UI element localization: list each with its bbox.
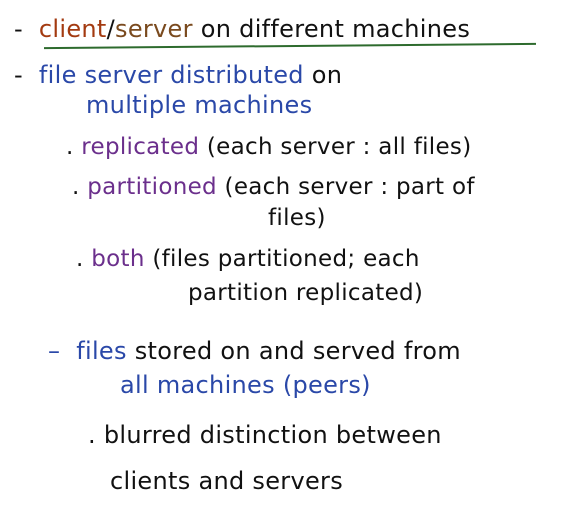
server-term: server	[115, 15, 193, 43]
line2-text: on	[311, 61, 343, 89]
note-line-8: partition replicated)	[188, 278, 423, 308]
file-server-distributed-term: file server distributed	[38, 61, 304, 89]
note-line-9: – files stored on and served from	[48, 336, 461, 366]
note-line-5: . partitioned (each server : part of	[72, 172, 475, 202]
line1-text: on different machines	[200, 15, 471, 43]
note-line-1: - client/server on different machines	[14, 14, 470, 44]
note-line-6: files)	[268, 203, 326, 233]
dot-bullet: .	[72, 174, 80, 200]
files-term: files	[76, 337, 127, 365]
line9-text: stored on and served from	[134, 337, 461, 365]
note-line-12: clients and servers	[110, 466, 343, 496]
dash-bullet: -	[14, 15, 23, 43]
note-line-3: multiple machines	[86, 90, 312, 120]
both-term: both	[91, 246, 145, 272]
multiple-machines-term: multiple machines	[86, 91, 313, 119]
dot-bullet: .	[76, 246, 84, 272]
partitioned-term: partitioned	[87, 174, 217, 200]
all-machines-peers-term: all machines (peers)	[120, 371, 371, 399]
line11-text: blurred distinction between	[103, 421, 442, 449]
dash-bullet: –	[48, 337, 61, 365]
replicated-term: replicated	[81, 134, 200, 160]
dot-bullet: .	[66, 134, 74, 160]
dot-bullet: .	[88, 421, 96, 449]
line8-text: partition replicated)	[188, 280, 424, 306]
line12-text: clients and servers	[110, 467, 344, 495]
client-term: client	[38, 15, 107, 43]
line6-text: files)	[268, 205, 326, 231]
line4-text: (each server : all files)	[206, 134, 472, 160]
dash-bullet: -	[14, 61, 23, 89]
note-line-11: . blurred distinction between	[88, 420, 442, 450]
note-line-7: . both (files partitioned; each	[76, 244, 420, 274]
slash-separator: /	[106, 15, 116, 43]
note-line-10: all machines (peers)	[120, 370, 371, 400]
line7-text: (files partitioned; each	[152, 246, 420, 272]
note-line-2: - file server distributed on	[14, 60, 342, 90]
line5-text: (each server : part of	[224, 174, 475, 200]
note-line-4: . replicated (each server : all files)	[66, 132, 471, 162]
